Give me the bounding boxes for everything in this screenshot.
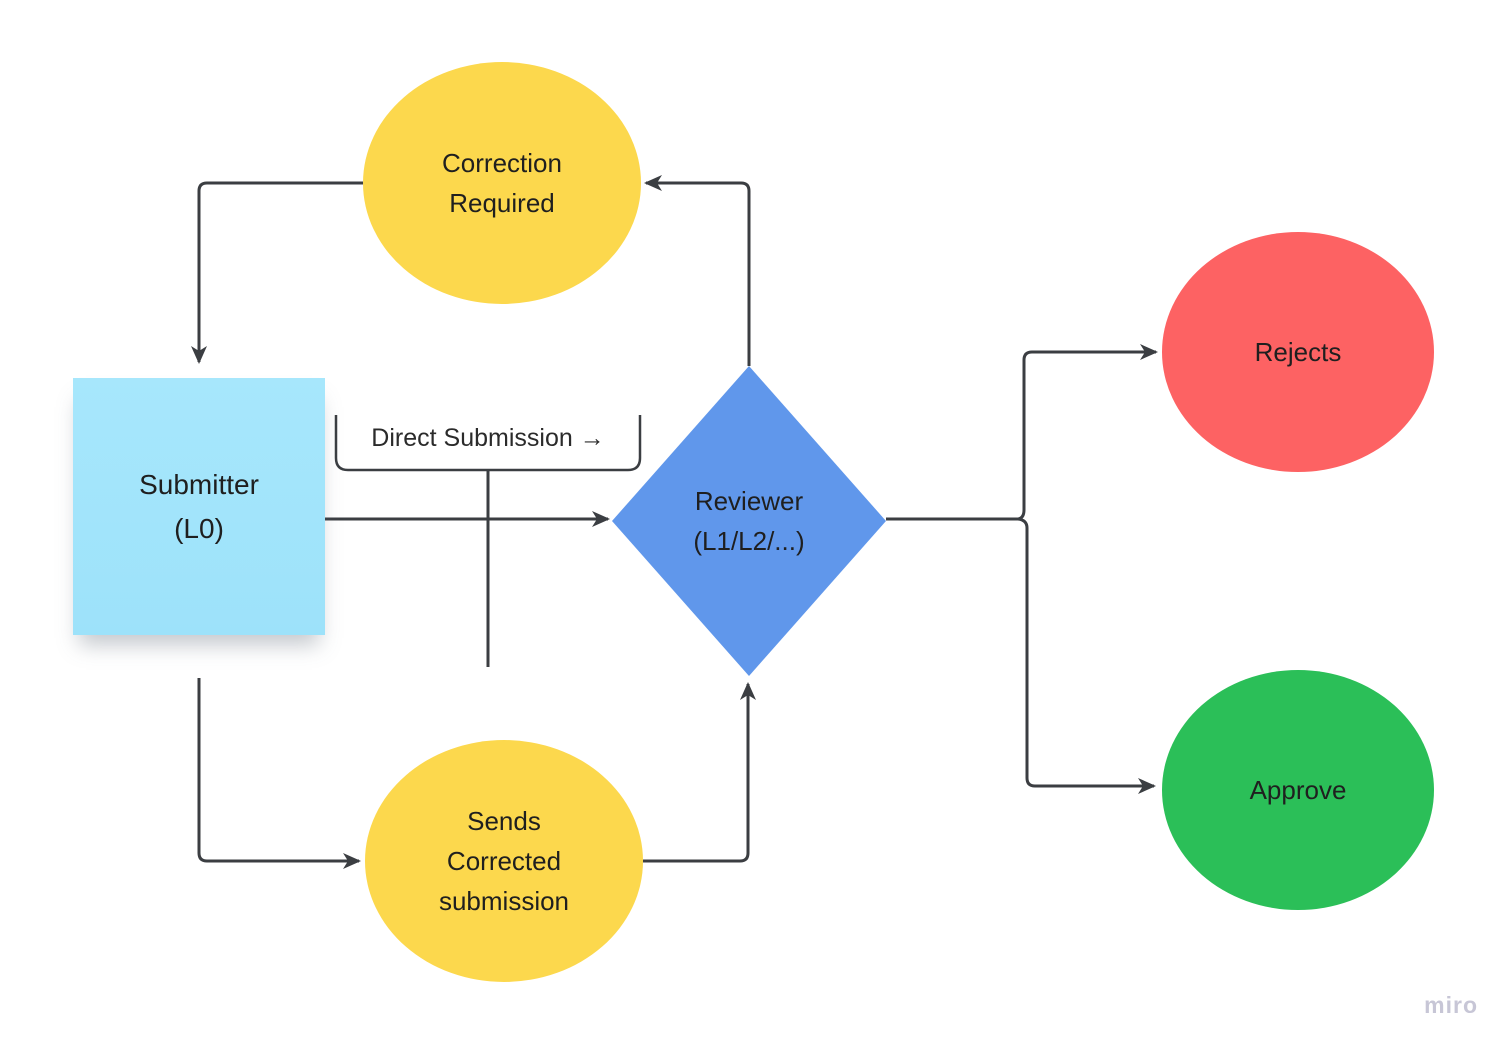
- connector-reviewer-to-correction[interactable]: [644, 175, 751, 366]
- connector-sends-to-reviewer[interactable]: [643, 682, 756, 863]
- connector-reviewer-to-rejects[interactable]: [1017, 344, 1158, 521]
- connector-reviewer-to-approve[interactable]: [1017, 517, 1156, 794]
- node-rejects-label: Rejects: [1254, 337, 1342, 367]
- node-rejects[interactable]: Rejects: [1162, 232, 1434, 472]
- node-correction-required[interactable]: Correction Required: [363, 62, 641, 304]
- connector-correction-to-submitter[interactable]: [191, 181, 363, 364]
- node-submitter-label: Submitter (L0): [139, 468, 259, 544]
- connector-submitter-to-sends[interactable]: [197, 678, 361, 869]
- node-sends-corrected-submission[interactable]: Sends Corrected submission: [365, 740, 643, 982]
- node-sends-corrected-label: Sends Corrected submission: [438, 806, 570, 916]
- direct-submission-label-bracket[interactable]: [334, 415, 642, 472]
- node-correction-required-label: Correction Required: [442, 148, 562, 218]
- node-approve[interactable]: Approve: [1162, 670, 1434, 910]
- node-submitter-sticky[interactable]: Submitter (L0): [73, 378, 325, 635]
- node-reviewer-label: Reviewer (L1/L2/...): [693, 486, 805, 556]
- miro-logo-watermark: miro: [1424, 992, 1478, 1018]
- direct-submission-label[interactable]: Direct Submission →: [336, 413, 640, 463]
- direct-submission-label-text: Direct Submission →: [371, 423, 605, 452]
- node-approve-label: Approve: [1249, 775, 1347, 805]
